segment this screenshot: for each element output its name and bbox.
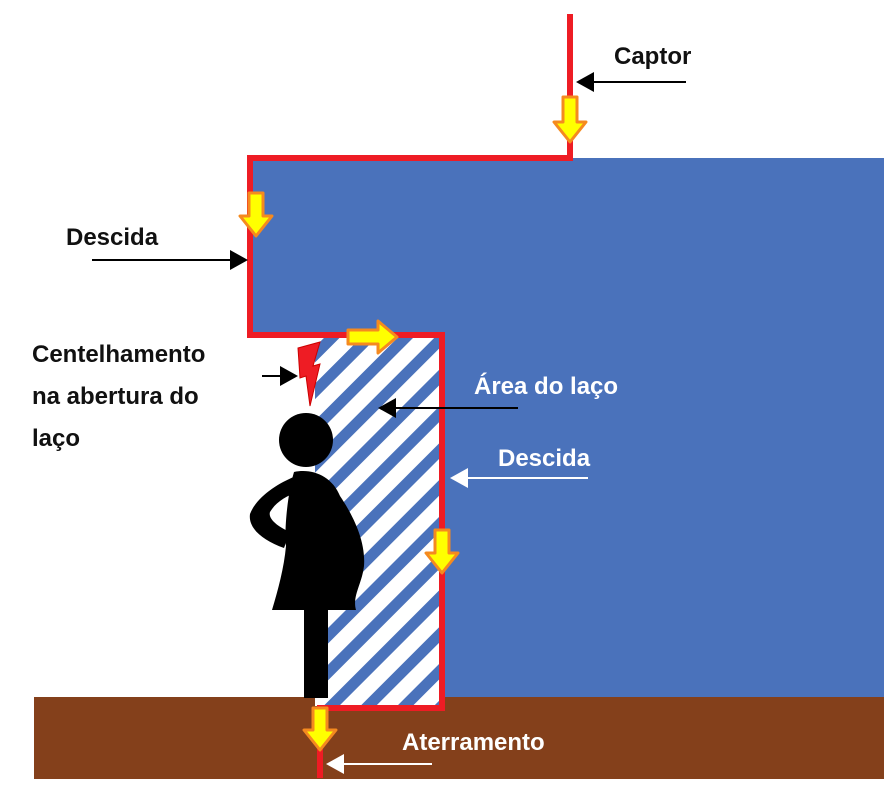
pointer-arrow-icon	[230, 250, 248, 270]
label-centelhamento-3: laço	[32, 425, 80, 452]
ground	[34, 697, 884, 779]
lightning-spark-icon	[297, 341, 321, 407]
pointer-arrow-icon	[280, 366, 298, 386]
pointer-arrow-icon	[378, 398, 396, 418]
label-captor: Captor	[614, 43, 691, 70]
pointer-arrow-icon	[576, 72, 594, 92]
label-centelhamento-2: na abertura do	[32, 383, 199, 410]
label-descida-left: Descida	[66, 224, 159, 251]
arrow-icon	[238, 95, 588, 752]
label-centelhamento-1: Centelhamento	[32, 341, 205, 368]
building-upper	[250, 158, 884, 335]
label-area-laco: Área do laço	[474, 372, 618, 400]
conductor-captor	[247, 14, 573, 778]
pointer-arrows	[92, 72, 686, 774]
building-lower	[442, 333, 884, 697]
pregnant-person-icon	[249, 413, 365, 698]
label-aterramento: Aterramento	[402, 729, 545, 756]
pointer-arrow-icon	[326, 754, 344, 774]
pointer-arrow-icon	[450, 468, 468, 488]
label-descida-right: Descida	[498, 445, 591, 472]
